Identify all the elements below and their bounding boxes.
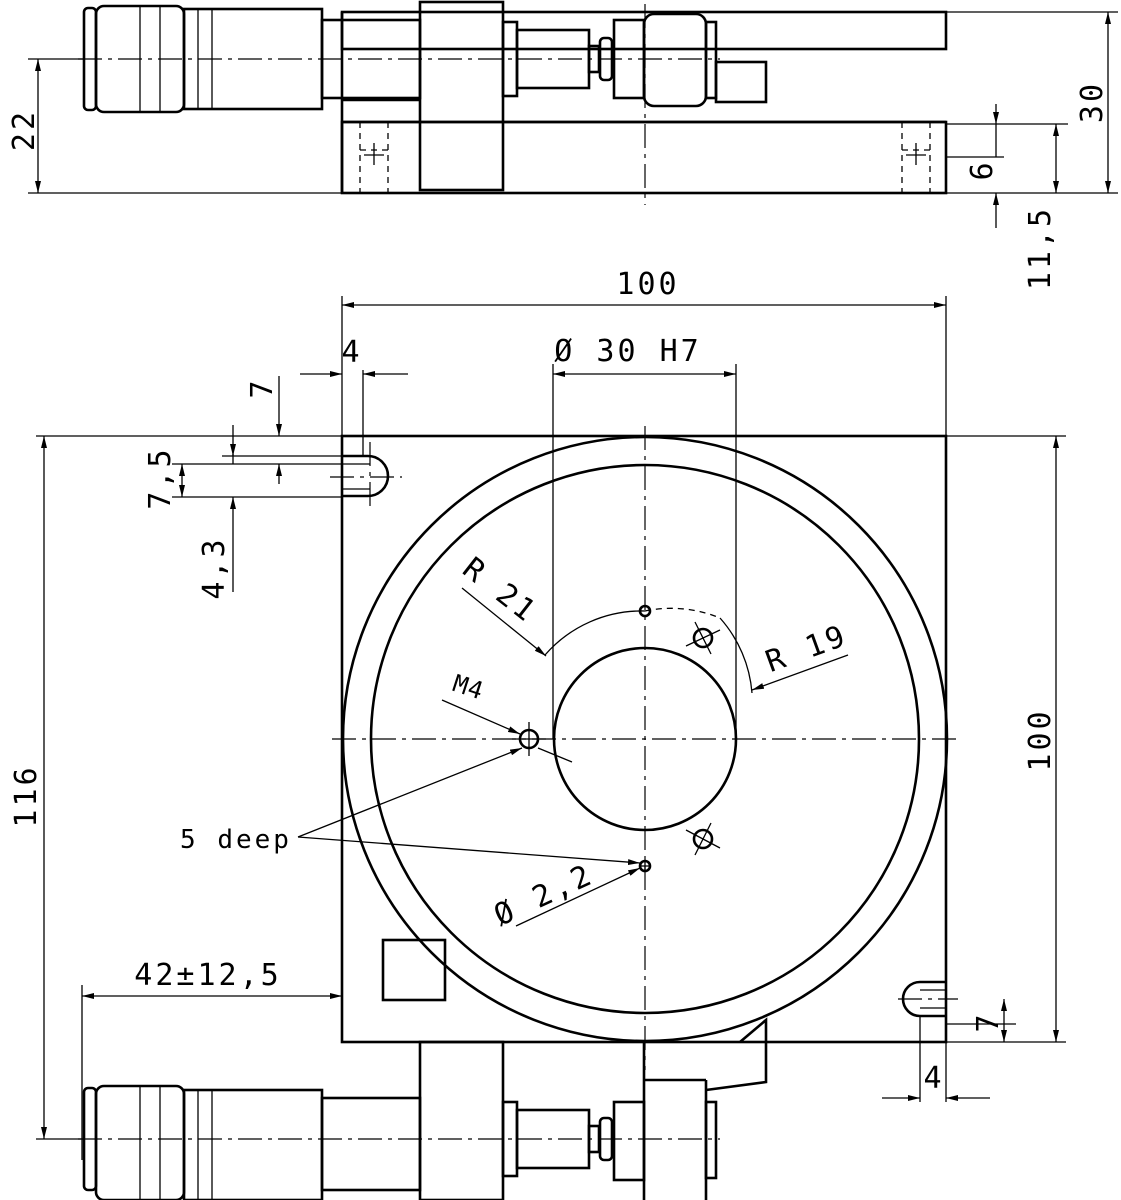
dim-6: 6 xyxy=(965,159,1000,180)
carriage-block xyxy=(418,0,505,192)
locking-block xyxy=(381,938,447,1002)
dim-7-5: 7,5 xyxy=(143,446,178,509)
dim-7-top: 7 xyxy=(245,377,280,398)
stage-body xyxy=(340,120,948,195)
dim-11-5: 11,5 xyxy=(1023,206,1058,290)
dim-hole-2-2: Ø 2,2 xyxy=(489,857,599,933)
dim-100-height: 100 xyxy=(1023,708,1058,771)
dim-30: 30 xyxy=(1075,81,1110,123)
dim-4-bottom: 4 xyxy=(923,1061,944,1096)
hole-right-top xyxy=(692,627,714,649)
dim-m4: M4 xyxy=(449,669,487,705)
rotary-table-inner xyxy=(369,463,921,1015)
dim-7-bottom: 7 xyxy=(971,1011,1006,1032)
dim-116: 116 xyxy=(9,764,44,827)
dim-travel: 42±12,5 xyxy=(134,958,281,993)
dimension-labels: 22 30 6 11,5 100 Ø 30 H7 4 7 7,5 4,3 R 2… xyxy=(7,81,1110,1096)
dim-bore: Ø 30 H7 xyxy=(554,334,701,369)
dim-100-width: 100 xyxy=(616,267,679,302)
top-view xyxy=(36,296,1066,1200)
dim-22: 22 xyxy=(7,109,42,151)
micrometer-top-view xyxy=(78,1017,768,1200)
micrometer-side xyxy=(82,4,768,114)
dim-4-top: 4 xyxy=(341,335,362,370)
slot-top-left xyxy=(342,454,390,498)
dim-4-3: 4,3 xyxy=(197,536,232,599)
dim-5-deep: 5 deep xyxy=(180,825,292,855)
hole-right-bottom xyxy=(692,828,714,850)
side-view xyxy=(28,0,1118,228)
